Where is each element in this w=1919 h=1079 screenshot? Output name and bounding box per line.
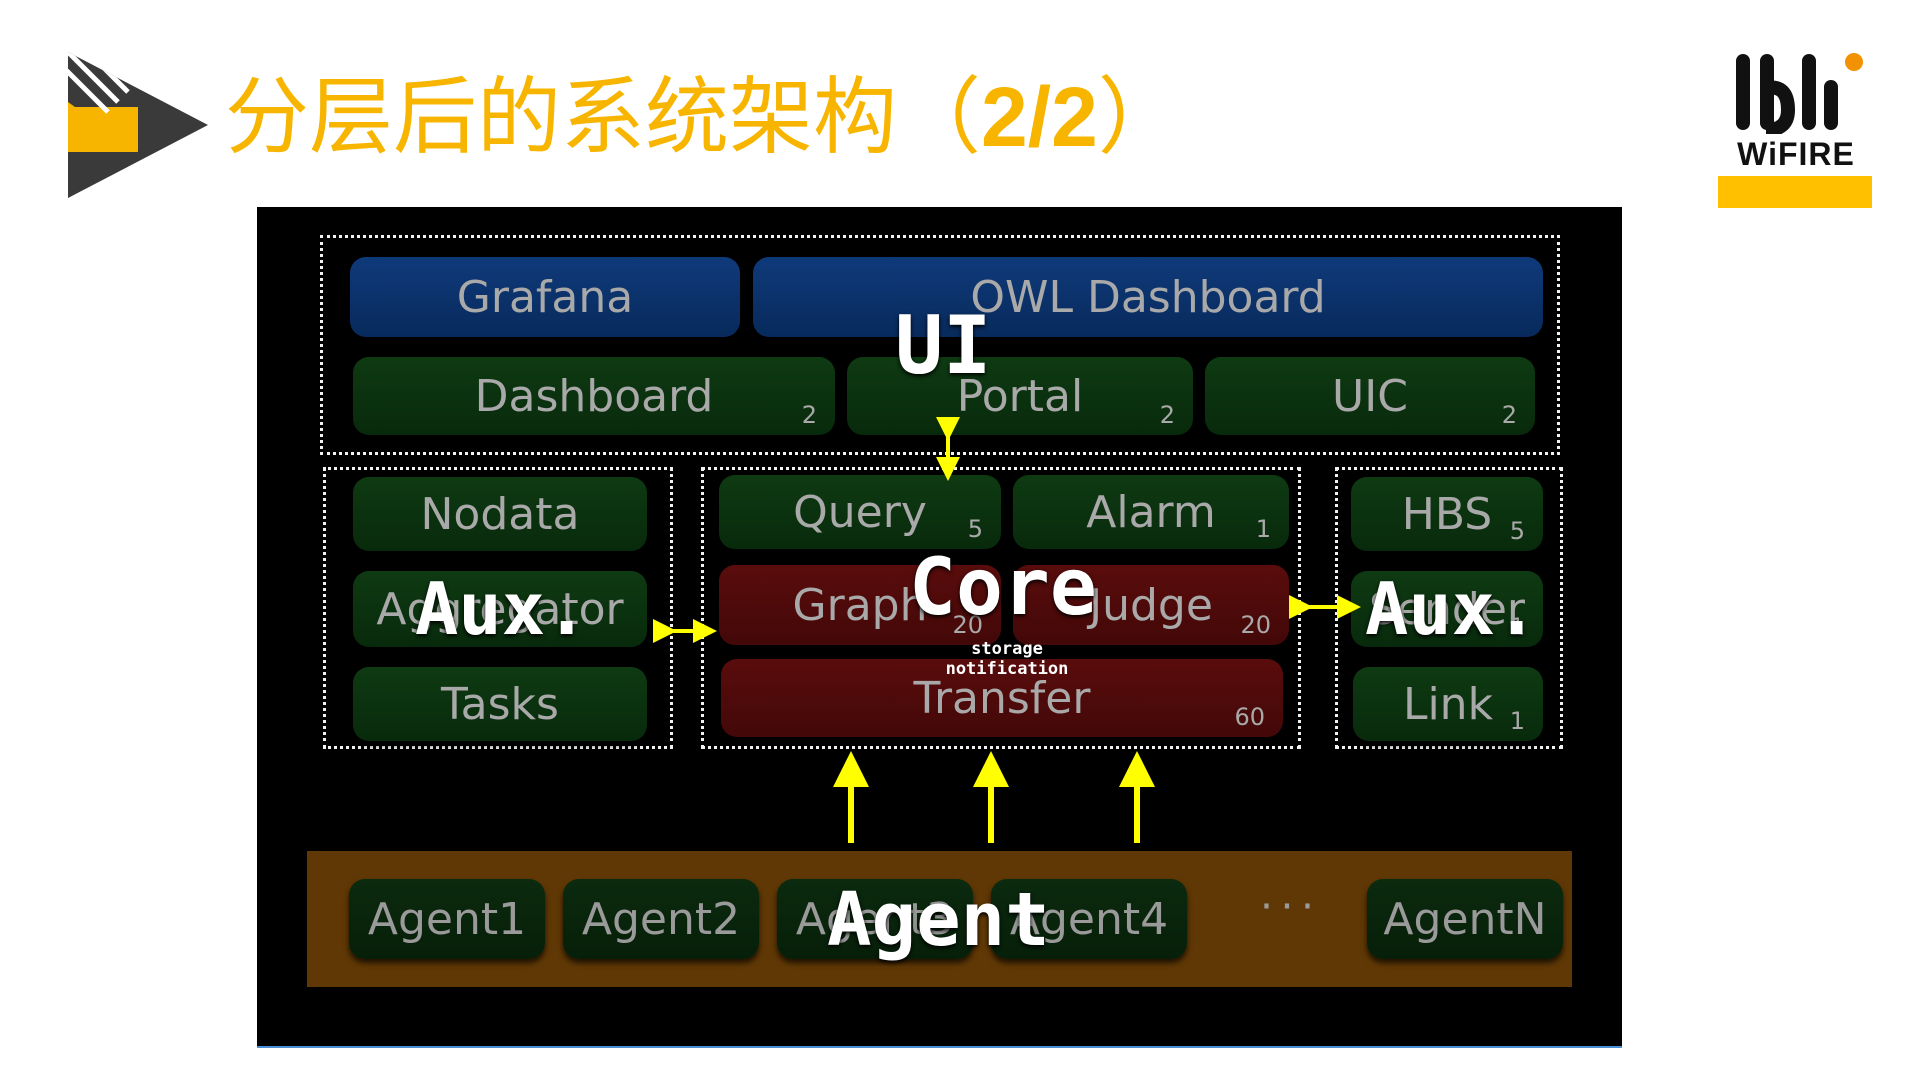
alarm-label: Alarm xyxy=(1086,486,1216,538)
query-label: Query xyxy=(793,486,927,538)
aux-right-layer-label: Aux. xyxy=(1365,567,1539,651)
agents-ellipsis: ··· xyxy=(1256,887,1318,927)
agent2-label: Agent2 xyxy=(581,893,741,945)
play-triangle-logo-icon xyxy=(68,52,208,198)
ui-layer-label: UI xyxy=(895,299,992,392)
judge-count: 20 xyxy=(1240,611,1271,639)
owl-dashboard-box: OWL Dashboard xyxy=(753,257,1543,337)
aux-left-region xyxy=(323,467,673,749)
uic-label: UIC xyxy=(1332,370,1408,422)
wifire-logo-icon xyxy=(1736,53,1863,134)
transfer-count: 60 xyxy=(1234,703,1265,731)
page-title: 分层后的系统架构（2/2） xyxy=(225,68,1182,166)
agent3-label: Agent3 xyxy=(795,893,955,945)
uic-count: 2 xyxy=(1501,401,1517,429)
brand-bar xyxy=(1718,176,1872,208)
graph-count: 20 xyxy=(952,611,983,639)
judge-box: Judge 20 xyxy=(1013,565,1289,645)
transfer-label: Transfer xyxy=(913,672,1091,724)
tasks-label: Tasks xyxy=(441,678,559,730)
agent1-label: Agent1 xyxy=(367,893,527,945)
agent4-label: Agent4 xyxy=(1009,893,1169,945)
aux-left-layer-label: Aux. xyxy=(415,567,589,651)
query-count: 5 xyxy=(967,515,983,543)
agentn-box: AgentN xyxy=(1367,879,1563,959)
agent1-box: Agent1 xyxy=(349,879,545,959)
core-storage-label: storage xyxy=(971,639,1043,659)
link-box: Link 1 xyxy=(1353,667,1543,741)
core-layer-label: Core xyxy=(909,543,1097,633)
grafana-box: Grafana xyxy=(350,257,740,337)
sender-count: 1 xyxy=(1509,613,1525,641)
tasks-box: Tasks xyxy=(353,667,647,741)
portal-label: Portal xyxy=(956,370,1084,422)
dashboard-label: Dashboard xyxy=(474,370,714,422)
graph-label: Graph xyxy=(792,579,928,631)
alarm-count: 1 xyxy=(1255,515,1271,543)
hbs-label: HBS xyxy=(1401,488,1493,540)
wifire-logo: WiFIRE xyxy=(1718,48,1890,210)
query-box: Query 5 xyxy=(719,475,1001,549)
brand-name: WiFIRE xyxy=(1737,136,1855,172)
portal-box: Portal 2 xyxy=(847,357,1193,435)
dashboard-box: Dashboard 2 xyxy=(353,357,835,435)
core-notification-label: notification xyxy=(945,659,1069,679)
sender-label: Sender xyxy=(1369,583,1525,635)
aggregator-label: Aggregator xyxy=(376,583,624,635)
agent4-box: Agent4 xyxy=(991,879,1187,959)
link-label: Link xyxy=(1402,678,1494,730)
agent-layer-label: Agent xyxy=(827,877,1050,963)
judge-label: Judge xyxy=(1089,579,1213,631)
owl-dashboard-label: OWL Dashboard xyxy=(970,271,1326,323)
portal-count: 2 xyxy=(1159,401,1175,429)
transfer-box: Transfer 60 xyxy=(721,659,1283,737)
nodata-label: Nodata xyxy=(420,488,580,540)
link-count: 1 xyxy=(1509,707,1525,735)
hbs-count: 5 xyxy=(1509,517,1525,545)
graph-box: Graph 20 xyxy=(719,565,1001,645)
agent2-box: Agent2 xyxy=(563,879,759,959)
hbs-box: HBS 5 xyxy=(1351,477,1543,551)
aggregator-box: Aggregator xyxy=(353,571,647,647)
dashboard-count: 2 xyxy=(801,401,817,429)
nodata-box: Nodata xyxy=(353,477,647,551)
architecture-diagram: Grafana OWL Dashboard Dashboard 2 Portal 2… xyxy=(257,207,1622,1048)
uic-box: UIC 2 xyxy=(1205,357,1535,435)
alarm-box: Alarm 1 xyxy=(1013,475,1289,549)
grafana-label: Grafana xyxy=(456,271,634,323)
agentn-label: AgentN xyxy=(1383,893,1547,945)
agent3-box: Agent3 xyxy=(777,879,973,959)
